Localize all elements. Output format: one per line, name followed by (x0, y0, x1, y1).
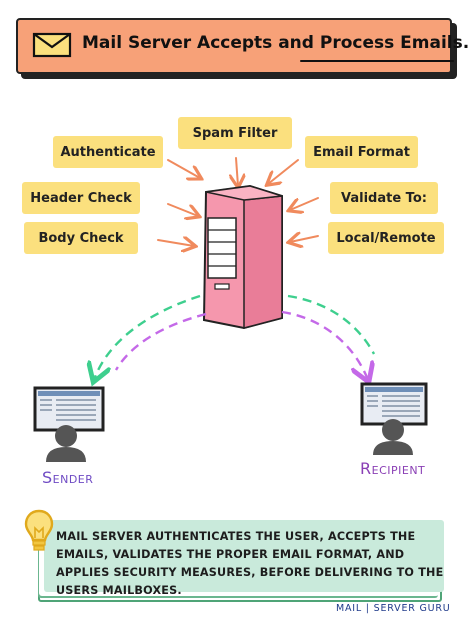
tag-body-check: Body Check (24, 222, 138, 254)
arrow-validate-to (290, 197, 319, 210)
tag-label: Body Check (38, 230, 124, 246)
arrow-body-check (157, 240, 194, 246)
arrow-local-remote (290, 236, 319, 242)
brand-logo: MAIL | SERVER GURU (336, 603, 451, 614)
sender-label: Sender (42, 468, 94, 487)
arrow-header-check (167, 203, 198, 216)
tag-validate-to: Validate To: (330, 182, 438, 214)
lightbulb-icon (24, 509, 54, 551)
sender-computer-icon (33, 386, 105, 432)
tag-authenticate: Authenticate (53, 136, 163, 168)
arrow-email-format (268, 159, 299, 184)
dashed-arrow-purple-right (281, 310, 368, 380)
tag-label: Local/Remote (336, 230, 436, 246)
sender-user-icon (46, 425, 86, 462)
title-underline (300, 60, 454, 62)
recipient-computer-icon (360, 382, 428, 426)
brand-text: MAIL | SERVER GURU (336, 603, 451, 614)
dashed-arrow-green-left (94, 294, 201, 380)
tag-label: Validate To: (341, 190, 427, 206)
recipient-label: Recipient (360, 459, 426, 478)
tag-label: Spam Filter (192, 125, 278, 141)
tag-header-check: Header Check (22, 182, 140, 214)
note-box (44, 520, 444, 592)
tag-label: Authenticate (60, 144, 156, 160)
tag-email-format: Email Format (305, 136, 418, 168)
title-banner: Mail Server Accepts and Process Emails. (16, 18, 469, 74)
page-title: Mail Server Accepts and Process Emails. (82, 33, 470, 53)
tag-local-remote: Local/Remote (328, 222, 444, 254)
tag-spam-filter: Spam Filter (178, 117, 292, 149)
check-arrows (157, 157, 319, 246)
arrow-spam-filter (236, 157, 238, 186)
arrow-authenticate (167, 159, 200, 178)
note-text: Mail server authenticates the user, acce… (56, 530, 444, 597)
server-icon (202, 184, 283, 330)
envelope-icon (32, 32, 72, 58)
dashed-arrow-purple-left (114, 312, 207, 371)
dashed-arrow-green-right (287, 294, 376, 355)
recipient-user-icon (373, 419, 413, 455)
tag-label: Email Format (313, 144, 410, 160)
tag-label: Header Check (30, 190, 132, 206)
